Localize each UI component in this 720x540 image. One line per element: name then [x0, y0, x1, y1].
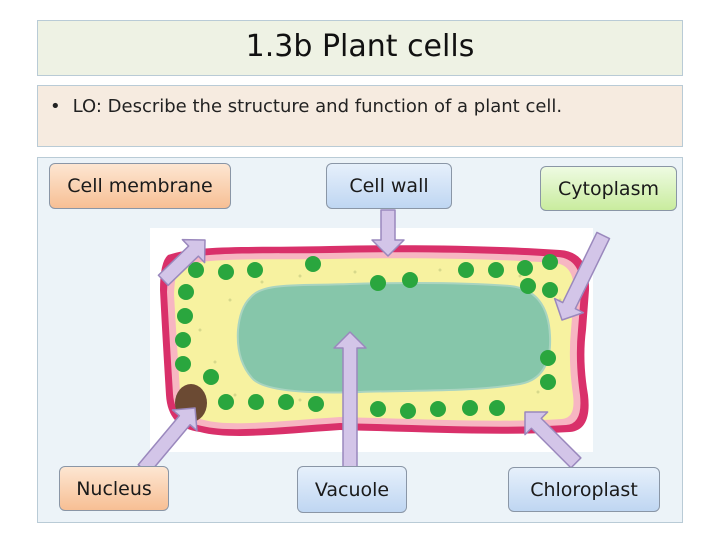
title-banner: 1.3b Plant cells — [37, 20, 683, 76]
cytoplasm-arrow — [553, 231, 611, 321]
label-cell-membrane: Cell membrane — [49, 163, 231, 209]
page-title: 1.3b Plant cells — [245, 29, 475, 64]
learning-objective-banner: • LO: Describe the structure and function… — [37, 85, 683, 147]
chloroplasts — [175, 254, 558, 419]
label-cell-wall: Cell wall — [326, 163, 452, 209]
chloroplast-arrow — [524, 411, 582, 469]
bullet: • — [50, 96, 61, 117]
label-cytoplasm: Cytoplasm — [540, 166, 677, 211]
vacuole — [236, 281, 552, 394]
cell-wall-arrow — [371, 209, 405, 257]
label-chloroplast: Chloroplast — [508, 467, 660, 512]
learning-objective: • LO: Describe the structure and function… — [50, 96, 562, 117]
label-vacuole: Vacuole — [297, 466, 407, 513]
learning-objective-text: LO: Describe the structure and function … — [72, 96, 563, 117]
cell-membrane-arrow — [157, 238, 206, 287]
label-nucleus: Nucleus — [59, 466, 169, 511]
